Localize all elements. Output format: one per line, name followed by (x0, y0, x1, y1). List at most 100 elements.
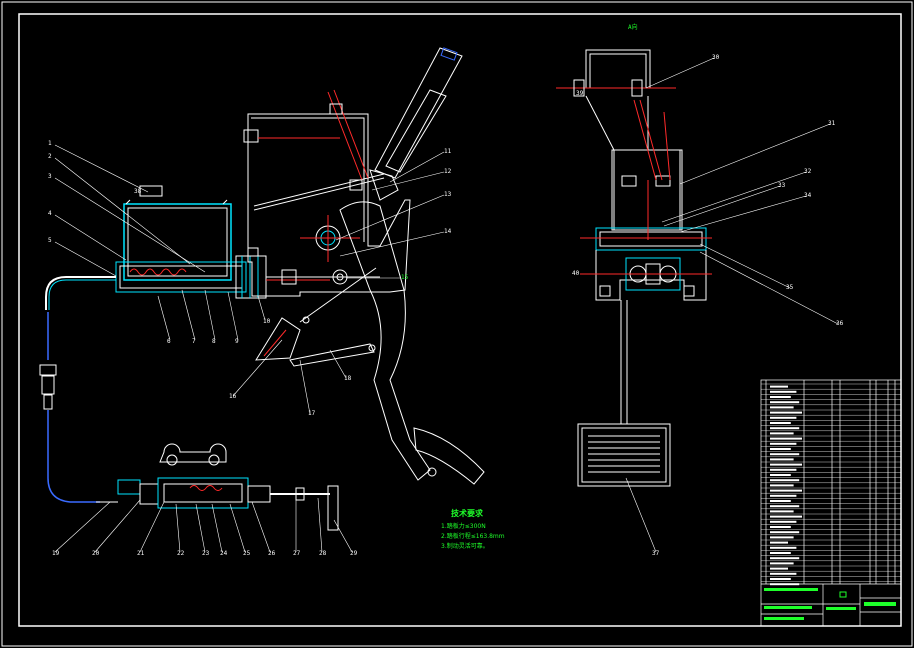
pedal-pad (577, 423, 671, 487)
parts-list-text-mark (770, 453, 800, 456)
parts-list-text-mark (770, 432, 794, 435)
parts-list-text-mark (770, 448, 791, 450)
callout-16: 16 (229, 393, 237, 400)
tech-title: 技术要求 (451, 509, 483, 518)
callout-12: 12 (444, 168, 452, 175)
callout-32: 32 (804, 168, 812, 175)
parts-list-text-mark (770, 546, 797, 549)
parts-list-text-mark (770, 505, 800, 508)
callout-30: 30 (712, 54, 720, 61)
callout-28: 28 (319, 550, 327, 557)
tech-item-3: 3.制动灵活可靠。 (441, 543, 489, 550)
parts-list-text-mark (770, 411, 802, 414)
callout-4: 4 (48, 210, 52, 217)
parts-list-text-mark (770, 515, 802, 518)
callout-39: 39 (576, 90, 584, 97)
tech-item-1: 1.踏板力≤300N (441, 523, 486, 530)
callout-24: 24 (220, 550, 228, 557)
technical-requirements: 技术要求 1.踏板力≤300N 2.踏板行程≤163.8mm 3.制动灵活可靠。 (441, 508, 505, 552)
callout-2: 2 (48, 153, 52, 160)
parts-list-text-mark (770, 489, 802, 492)
callout-14: 14 (444, 228, 452, 235)
callout-36: 36 (836, 320, 844, 327)
parts-list-text-mark (770, 437, 802, 440)
callout-25: 25 (243, 550, 251, 557)
parts-list-text-mark (770, 531, 800, 534)
push-rod-link (255, 267, 377, 367)
callout-15: 15 (401, 274, 409, 281)
parts-list-text-mark (770, 468, 797, 471)
callout-22: 22 (177, 550, 185, 557)
parts-list-text-mark (770, 458, 794, 461)
parts-list-text-mark (770, 494, 797, 497)
callout-5: 5 (48, 237, 52, 244)
hose-fitting (39, 364, 57, 410)
callout-11: 11 (444, 148, 452, 155)
callout-29: 29 (350, 550, 358, 557)
parts-list-text-mark (770, 578, 791, 580)
parts-list-text-mark (770, 427, 800, 430)
callout-38: 38 (134, 188, 142, 195)
parts-list-text-mark (770, 500, 791, 502)
callout-40: 40 (572, 270, 580, 277)
callout-37: 37 (652, 550, 660, 557)
tech-item-2: 2.踏板行程≤163.8mm (441, 533, 505, 540)
parts-list-text-mark (770, 416, 797, 419)
title-block (760, 379, 902, 627)
callout-23: 23 (202, 550, 210, 557)
master-cylinder-assembly (115, 185, 380, 299)
parts-list-text-mark (770, 396, 791, 398)
parts-list-text-mark (770, 442, 797, 445)
parts-list-text-mark (770, 552, 791, 554)
callout-13: 13 (444, 191, 452, 198)
parts-list-text-mark (770, 463, 802, 466)
callout-35: 35 (786, 284, 794, 291)
title-block-text (764, 588, 896, 620)
parts-list-text-mark (770, 510, 794, 513)
parts-list-text-mark (770, 401, 800, 404)
leader-lines-left (54, 144, 445, 553)
parts-list-text-mark (770, 536, 794, 539)
parts-list-text-mark (770, 385, 788, 388)
parts-list-text-mark (770, 390, 797, 393)
callout-1: 1 (48, 140, 52, 147)
parts-list-text-mark (770, 541, 788, 544)
pedal-bracket (243, 113, 411, 297)
callout-17: 17 (308, 410, 316, 417)
a-view (556, 49, 712, 424)
parts-list-text-mark (770, 406, 794, 409)
callout-18: 18 (344, 375, 352, 382)
parts-list-text-mark (770, 572, 797, 575)
inner-frame (18, 13, 902, 627)
leader-lines-right (625, 57, 839, 553)
parts-list-text-mark (770, 526, 791, 528)
callout-34: 34 (804, 192, 812, 199)
callout-27: 27 (293, 550, 301, 557)
callout-19: 19 (52, 550, 60, 557)
parts-list-text-mark (770, 567, 788, 570)
parts-list-text-mark (770, 422, 791, 424)
callout-33: 33 (778, 182, 786, 189)
parts-list-text-mark (770, 474, 791, 476)
callout-8: 8 (212, 338, 216, 345)
callout-31: 31 (828, 120, 836, 127)
parts-list-text-mark (770, 484, 794, 487)
callout-3: 3 (48, 173, 52, 180)
parts-list-text-mark (770, 557, 800, 560)
callout-21: 21 (137, 550, 145, 557)
parts-list-text-mark (770, 520, 797, 523)
slave-cylinder (96, 443, 339, 531)
brake-pipe (45, 276, 116, 310)
callout-6: 6 (167, 338, 171, 345)
callout-20: 20 (92, 550, 100, 557)
parts-list-rows (761, 383, 901, 586)
pedal-lever (327, 47, 485, 485)
parts-list-text-mark (770, 583, 800, 586)
callout-26: 26 (268, 550, 276, 557)
brake-pipe-inner (48, 279, 116, 310)
view-label: A向 (628, 24, 638, 31)
callout-7: 7 (192, 338, 196, 345)
flex-cable (47, 312, 100, 503)
